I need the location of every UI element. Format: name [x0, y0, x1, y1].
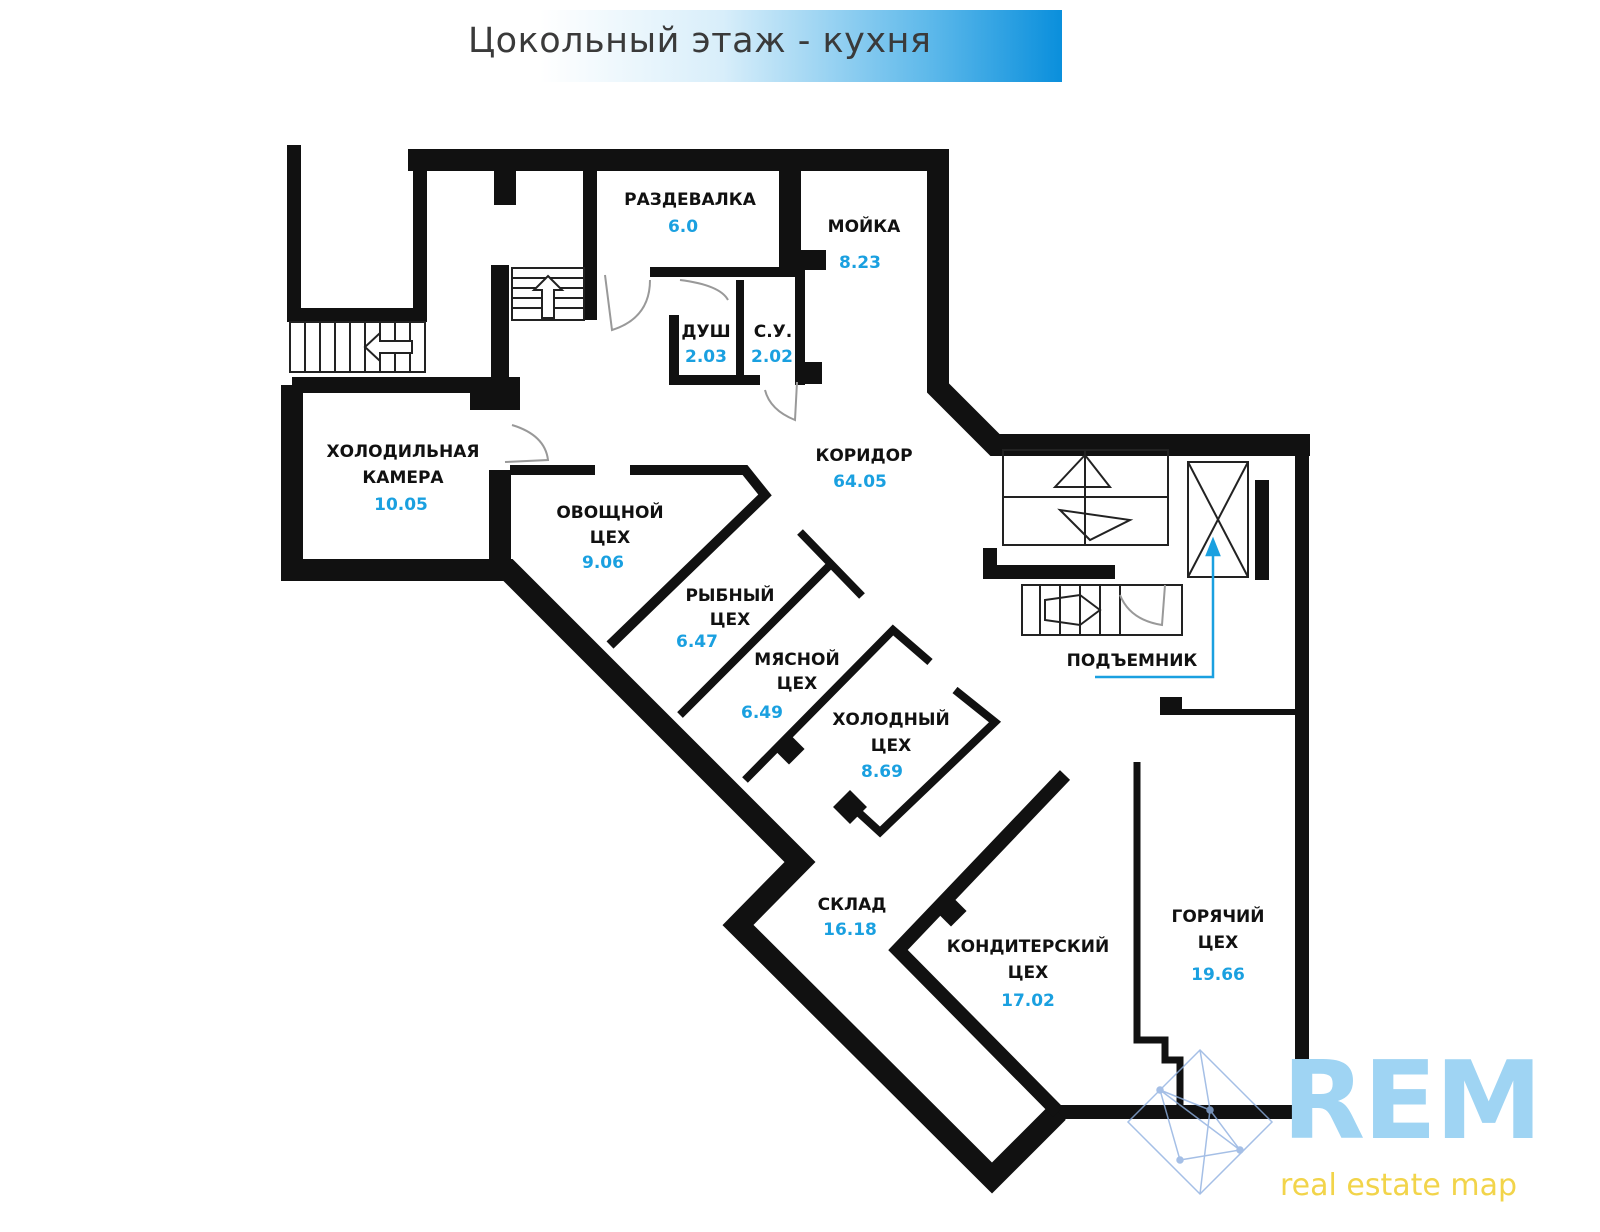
room-name-line2: ЦЕХ [590, 528, 631, 548]
room-area: 19.66 [1191, 965, 1245, 985]
room-name: ХОЛОДНЫЙ [832, 708, 949, 730]
room-area: 8.23 [839, 253, 881, 273]
room-area: 2.03 [685, 347, 727, 367]
room-area: 17.02 [1001, 991, 1055, 1011]
logo-tagline: real estate map [1280, 1168, 1518, 1203]
lift-label: ПОДЪЕМНИК [1067, 651, 1198, 671]
room-name-line2: ЦЕХ [871, 736, 912, 756]
room-area: 6.49 [741, 703, 783, 723]
room-name: МЯСНОЙ [754, 648, 839, 670]
room-name: С.У. [754, 322, 793, 342]
title-banner [540, 10, 1062, 82]
room-name: МОЙКА [828, 215, 901, 237]
staircase-left [289, 321, 426, 373]
room-area: 6.47 [676, 632, 718, 652]
staircase-center [511, 267, 585, 321]
room-name: СКЛАД [818, 895, 887, 915]
room-area: 10.05 [374, 495, 428, 515]
lift-pointer-arrow [1095, 536, 1221, 679]
room-area: 16.18 [823, 920, 877, 940]
room-area: 2.02 [751, 347, 793, 367]
room-area: 9.06 [582, 553, 624, 573]
room-labels: РАЗДЕВАЛКА 6.0 МОЙКА 8.23 ДУШ 2.03 С.У. … [326, 190, 1264, 1011]
logo-rem: REM [1282, 1039, 1542, 1164]
lift-shaft [1187, 461, 1249, 578]
room-area: 6.0 [668, 217, 698, 237]
room-name: КОНДИТЕРСКИЙ [947, 935, 1109, 957]
room-name-line2: ЦЕХ [777, 674, 818, 694]
room-name: ДУШ [681, 322, 730, 342]
room-name-line2: ЦЕХ [1198, 933, 1239, 953]
room-name: КОРИДОР [815, 446, 912, 466]
staircase-lift [1002, 449, 1183, 636]
doors [504, 274, 1166, 627]
logo-diamond-icon [1126, 1048, 1274, 1196]
room-name: ОВОЩНОЙ [556, 501, 663, 523]
room-area: 64.05 [833, 472, 887, 492]
room-name: ХОЛОДИЛЬНАЯ [326, 442, 479, 462]
room-name: РЫБНЫЙ [685, 584, 774, 606]
room-name-line2: ЦЕХ [1008, 963, 1049, 983]
room-name-line2: КАМЕРА [362, 468, 444, 488]
room-name-line2: ЦЕХ [710, 610, 751, 630]
room-area: 8.69 [861, 762, 903, 782]
room-name: РАЗДЕВАЛКА [624, 190, 757, 210]
room-name: ГОРЯЧИЙ [1171, 905, 1264, 927]
page-title: Цокольный этаж - кухня [468, 21, 932, 61]
